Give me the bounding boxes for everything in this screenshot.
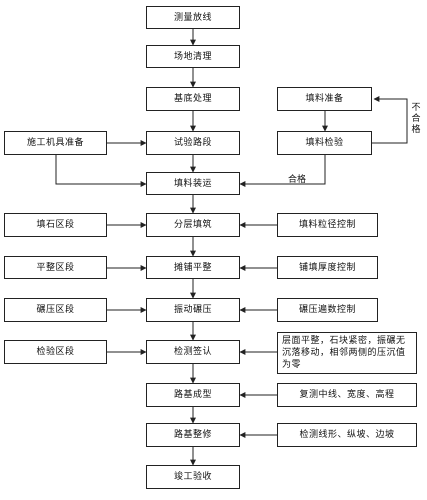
node-inspect-zone: 检验区段 xyxy=(4,340,107,364)
node-layer: 分层填筑 xyxy=(146,213,240,237)
arrow-test-reject xyxy=(372,96,408,144)
node-fill-zone: 填石区段 xyxy=(4,213,107,237)
arrow-test-fill xyxy=(239,155,326,187)
node-finish: 路基整修 xyxy=(146,423,240,447)
node-survey: 测量放线 xyxy=(146,6,240,29)
node-remeasure: 复测中线、宽度、高程 xyxy=(277,383,417,407)
node-clear: 场地清理 xyxy=(146,45,240,68)
node-compact: 振动碾压 xyxy=(146,298,240,322)
node-compact-zone: 碾压区段 xyxy=(4,298,107,322)
label-pass: 合格 xyxy=(288,175,307,185)
label-fail: 不合格 xyxy=(411,103,421,135)
node-inspect: 检测签认 xyxy=(146,340,240,364)
node-fill-select: 填料装运 xyxy=(146,172,240,195)
node-spread: 摊铺平整 xyxy=(146,256,240,279)
node-equipment: 施工机具准备 xyxy=(4,131,107,155)
node-base: 基底处理 xyxy=(146,87,240,111)
node-thickness-control: 铺填厚度控制 xyxy=(277,256,378,279)
node-fill-test: 填料检验 xyxy=(277,131,372,155)
node-check: 检测线形、纵坡、边坡 xyxy=(277,423,417,447)
node-trial: 试验路段 xyxy=(146,131,240,155)
node-formed: 路基成型 xyxy=(146,383,240,407)
node-params-control: 碾压遍数控制 xyxy=(277,298,378,322)
node-particle-control: 填料粒径控制 xyxy=(277,213,378,237)
node-fill-prep: 填料准备 xyxy=(277,87,372,111)
node-level-zone: 平整区段 xyxy=(4,256,107,279)
node-criteria: 层面平整，石块紧密，振碾无沉落移动，相邻两侧的压沉值为零 xyxy=(277,332,417,374)
arrow-equipment-fill xyxy=(55,155,147,187)
node-accept: 竣工验收 xyxy=(146,465,240,489)
